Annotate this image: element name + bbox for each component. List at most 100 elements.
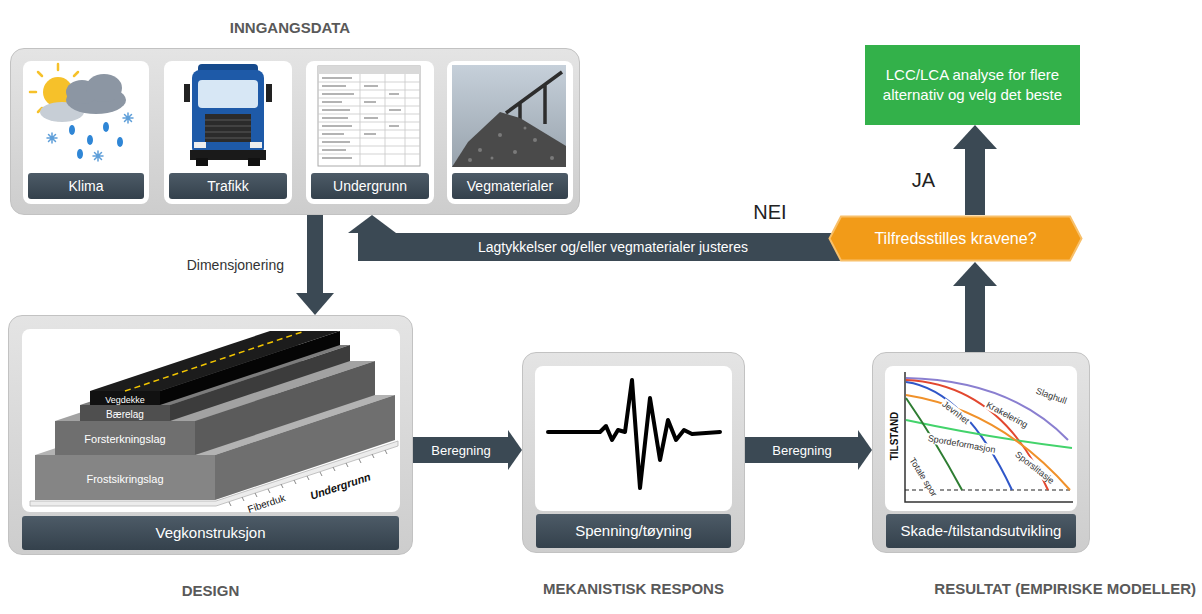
input-tile: Vegmaterialer [447,61,573,204]
rain-drop [69,122,123,159]
panel-label: Skade-/tilstandsutvikling [886,514,1076,548]
input-tile: Undergrunn [306,61,434,204]
cloud [40,102,84,122]
decision-text: Tilfredsstilles kravene? [874,230,1036,248]
result-text: LCC/LCA analyse for flere alternativ og … [877,65,1068,105]
cloud [66,86,126,114]
snowflake [123,113,133,123]
arrow-label: Lagtykkelser og/eller vegmaterialer just… [478,239,748,255]
truck-windshield [198,80,258,108]
truck-icon [184,64,272,166]
section-heading: MEKANISTISK RESPONS [543,580,724,598]
label-holder: Lagtykkelser og/eller vegmaterialer just… [478,238,748,256]
gravel-stone [524,127,527,130]
base-layer-front [80,405,170,421]
gravel-stone [478,148,482,152]
table-header [318,66,420,74]
section-heading: RESULTAT (EMPIRISKE MODELLER) [934,580,1196,598]
reinforcement-layer-front [55,421,195,455]
gravel-stone [468,127,554,163]
label-holder: Undergrunn [307,467,372,504]
arrow-head [953,125,997,149]
curve-label: Jevnhet [939,398,972,427]
asphalt-front [90,391,160,405]
conveyor [506,72,562,133]
arrow-label: Beregning [431,444,490,459]
rain-drop [77,149,83,159]
arrow-shaft [965,148,985,215]
asphalt-side [160,331,340,405]
snowflake [47,113,133,161]
rain-drop [69,125,75,135]
label-holder: Spordeformasjon [926,427,999,457]
panel-label: Vegkonstruksjon [22,516,399,550]
label-holder: Sporslitasje [1011,444,1060,488]
result-box: LCC/LCA analyse for flere alternativ og … [865,45,1080,125]
input-panel: INNGANGSDATAKlimaTrafikkUndergrunnVegmat… [10,48,580,215]
arrow-head [296,293,334,315]
arrow-head [508,430,522,470]
axis-label: TILSTAND [889,412,901,461]
truck-spoiler [198,64,258,74]
layer-label: Frostsikringslag [86,473,163,486]
image-area [535,366,732,511]
sun-rays [30,64,86,120]
label-holder: Krakelering [983,394,1033,432]
flow-arrow [745,430,872,470]
arrow-label: Beregning [772,444,831,459]
mirror [184,84,190,102]
layer-label: Forsterkningslag [84,433,165,446]
wheel [196,158,208,166]
arrow-head [953,262,997,286]
frost-layer-front [35,455,215,500]
flow-arrow [413,430,522,470]
branch-label: NEI [753,201,786,224]
base-layer-top [80,345,350,405]
curve-label: Slaghull [1033,385,1069,406]
label-holder: Forsterkningslag [84,429,165,447]
decision-hexagon: Tilfredsstilles kravene? [828,215,1083,262]
label-holder: Frostsikringslag [86,469,163,487]
gravel-pile [452,112,566,167]
asphalt-top [90,331,340,391]
label-holder: Jevnhet [938,394,976,429]
base-layer-side [170,345,350,421]
layer-label: Vegdekke [105,395,145,405]
label-holder: Dimensjonering [187,256,284,274]
reinforcement-layer-side [195,361,375,455]
arrow-head [348,215,396,233]
frost-layer-top [35,395,395,455]
layer-label: Undergrunn [309,470,373,502]
gravel-stone [491,157,494,160]
photo-sky [452,65,566,167]
sun-rays [30,64,86,120]
arrow-shaft [307,215,323,294]
section-heading: INNGANGSDATA [230,19,350,37]
curve-label: Krakelering [984,399,1031,430]
label-holder: JA [912,169,935,192]
arrow-label: JA [912,169,935,192]
ground-ticks [229,450,387,506]
cloud [86,74,122,102]
center-line [125,331,305,391]
bumper [190,150,266,160]
wheel [248,158,260,166]
label-holder: Bærelag [106,404,144,422]
arrow-shaft [745,437,859,463]
arrow-head [858,430,872,470]
snowflake [47,133,57,143]
image-area [885,366,1077,511]
sun [43,77,73,107]
mirror [266,84,272,102]
gravel-stone [468,158,472,162]
label-holder: Slaghull [1033,380,1071,409]
climate-icon [30,64,133,161]
response-signal [548,380,720,488]
input-tile: Klima [23,61,149,204]
fiber-cloth [30,441,398,506]
soil-table-icon [318,66,420,166]
panel-label: Spenning/tøyning [536,514,731,548]
gravel-photo [452,65,566,167]
arrow-shaft [965,285,985,352]
